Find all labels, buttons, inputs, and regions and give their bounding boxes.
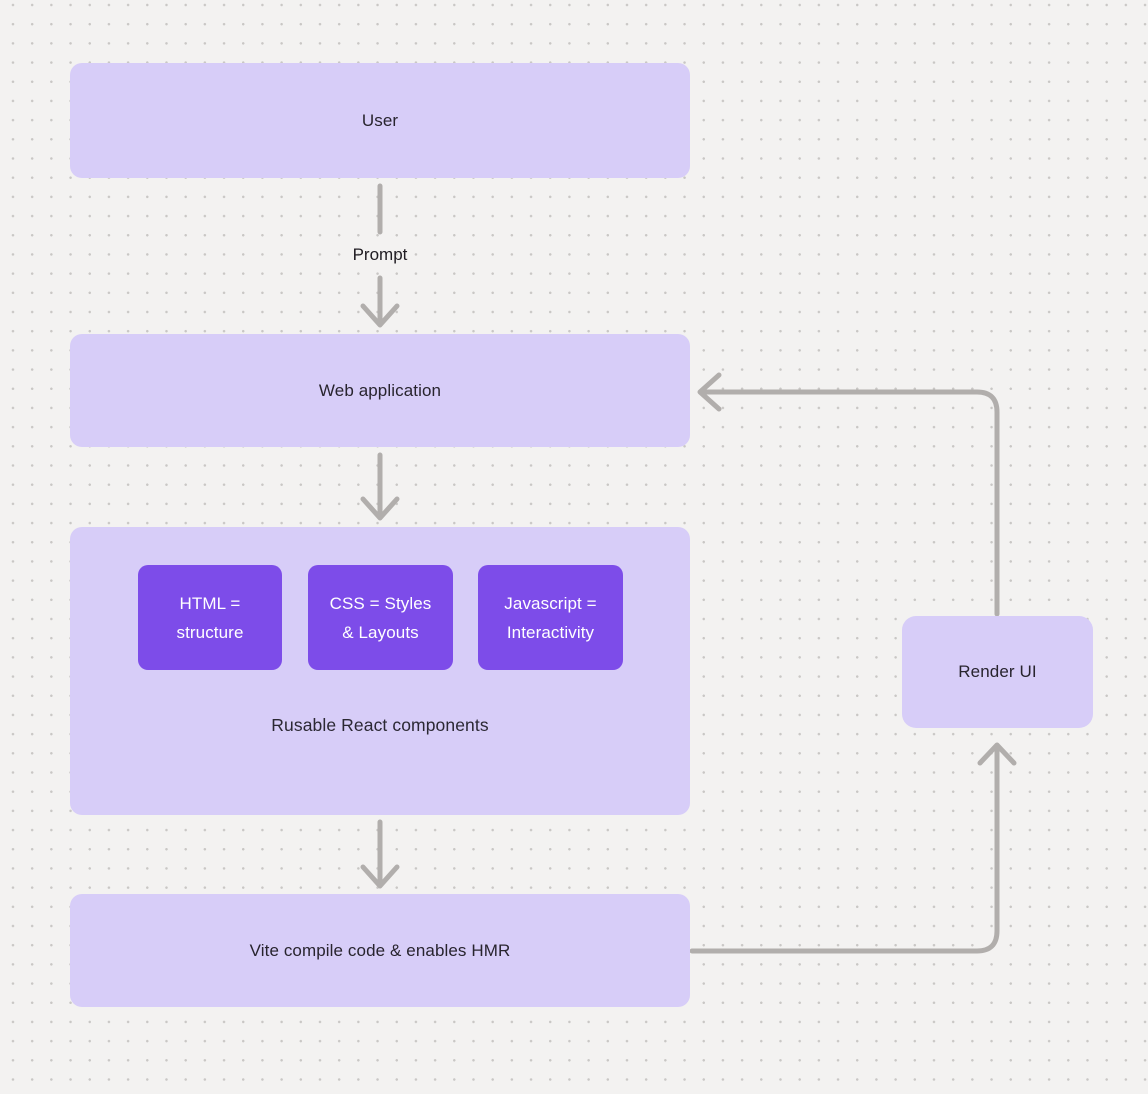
edge-user-to-webapp-lower[interactable] <box>360 275 400 328</box>
node-css[interactable]: CSS = Styles & Layouts <box>308 565 453 670</box>
node-html[interactable]: HTML = structure <box>138 565 282 670</box>
node-vite[interactable]: Vite compile code & enables HMR <box>70 894 690 1007</box>
node-web-application-label: Web application <box>318 380 442 400</box>
node-vite-label: Vite compile code & enables HMR <box>249 940 511 960</box>
node-css-label: CSS = Styles & Layouts <box>329 593 432 642</box>
node-javascript-label: Javascript = Interactivity <box>504 593 597 642</box>
node-javascript[interactable]: Javascript = Interactivity <box>478 565 623 670</box>
node-components-group[interactable]: HTML = structure CSS = Styles & Layouts … <box>70 527 690 815</box>
edge-components-to-vite[interactable] <box>360 819 400 889</box>
node-render-ui-label: Render UI <box>958 662 1037 681</box>
node-user-label: User <box>361 110 399 130</box>
node-render-ui[interactable]: Render UI <box>902 616 1093 728</box>
node-web-application[interactable]: Web application <box>70 334 690 447</box>
edge-label-prompt[interactable]: Prompt <box>352 245 408 264</box>
edge-renderui-to-webapp[interactable] <box>697 372 1000 617</box>
components-group-caption: Rusable React components <box>271 715 489 735</box>
edge-vite-to-renderui[interactable] <box>689 742 1017 954</box>
node-user[interactable]: User <box>70 63 690 178</box>
edge-webapp-to-components[interactable] <box>360 452 400 521</box>
node-html-label: HTML = structure <box>176 593 244 642</box>
